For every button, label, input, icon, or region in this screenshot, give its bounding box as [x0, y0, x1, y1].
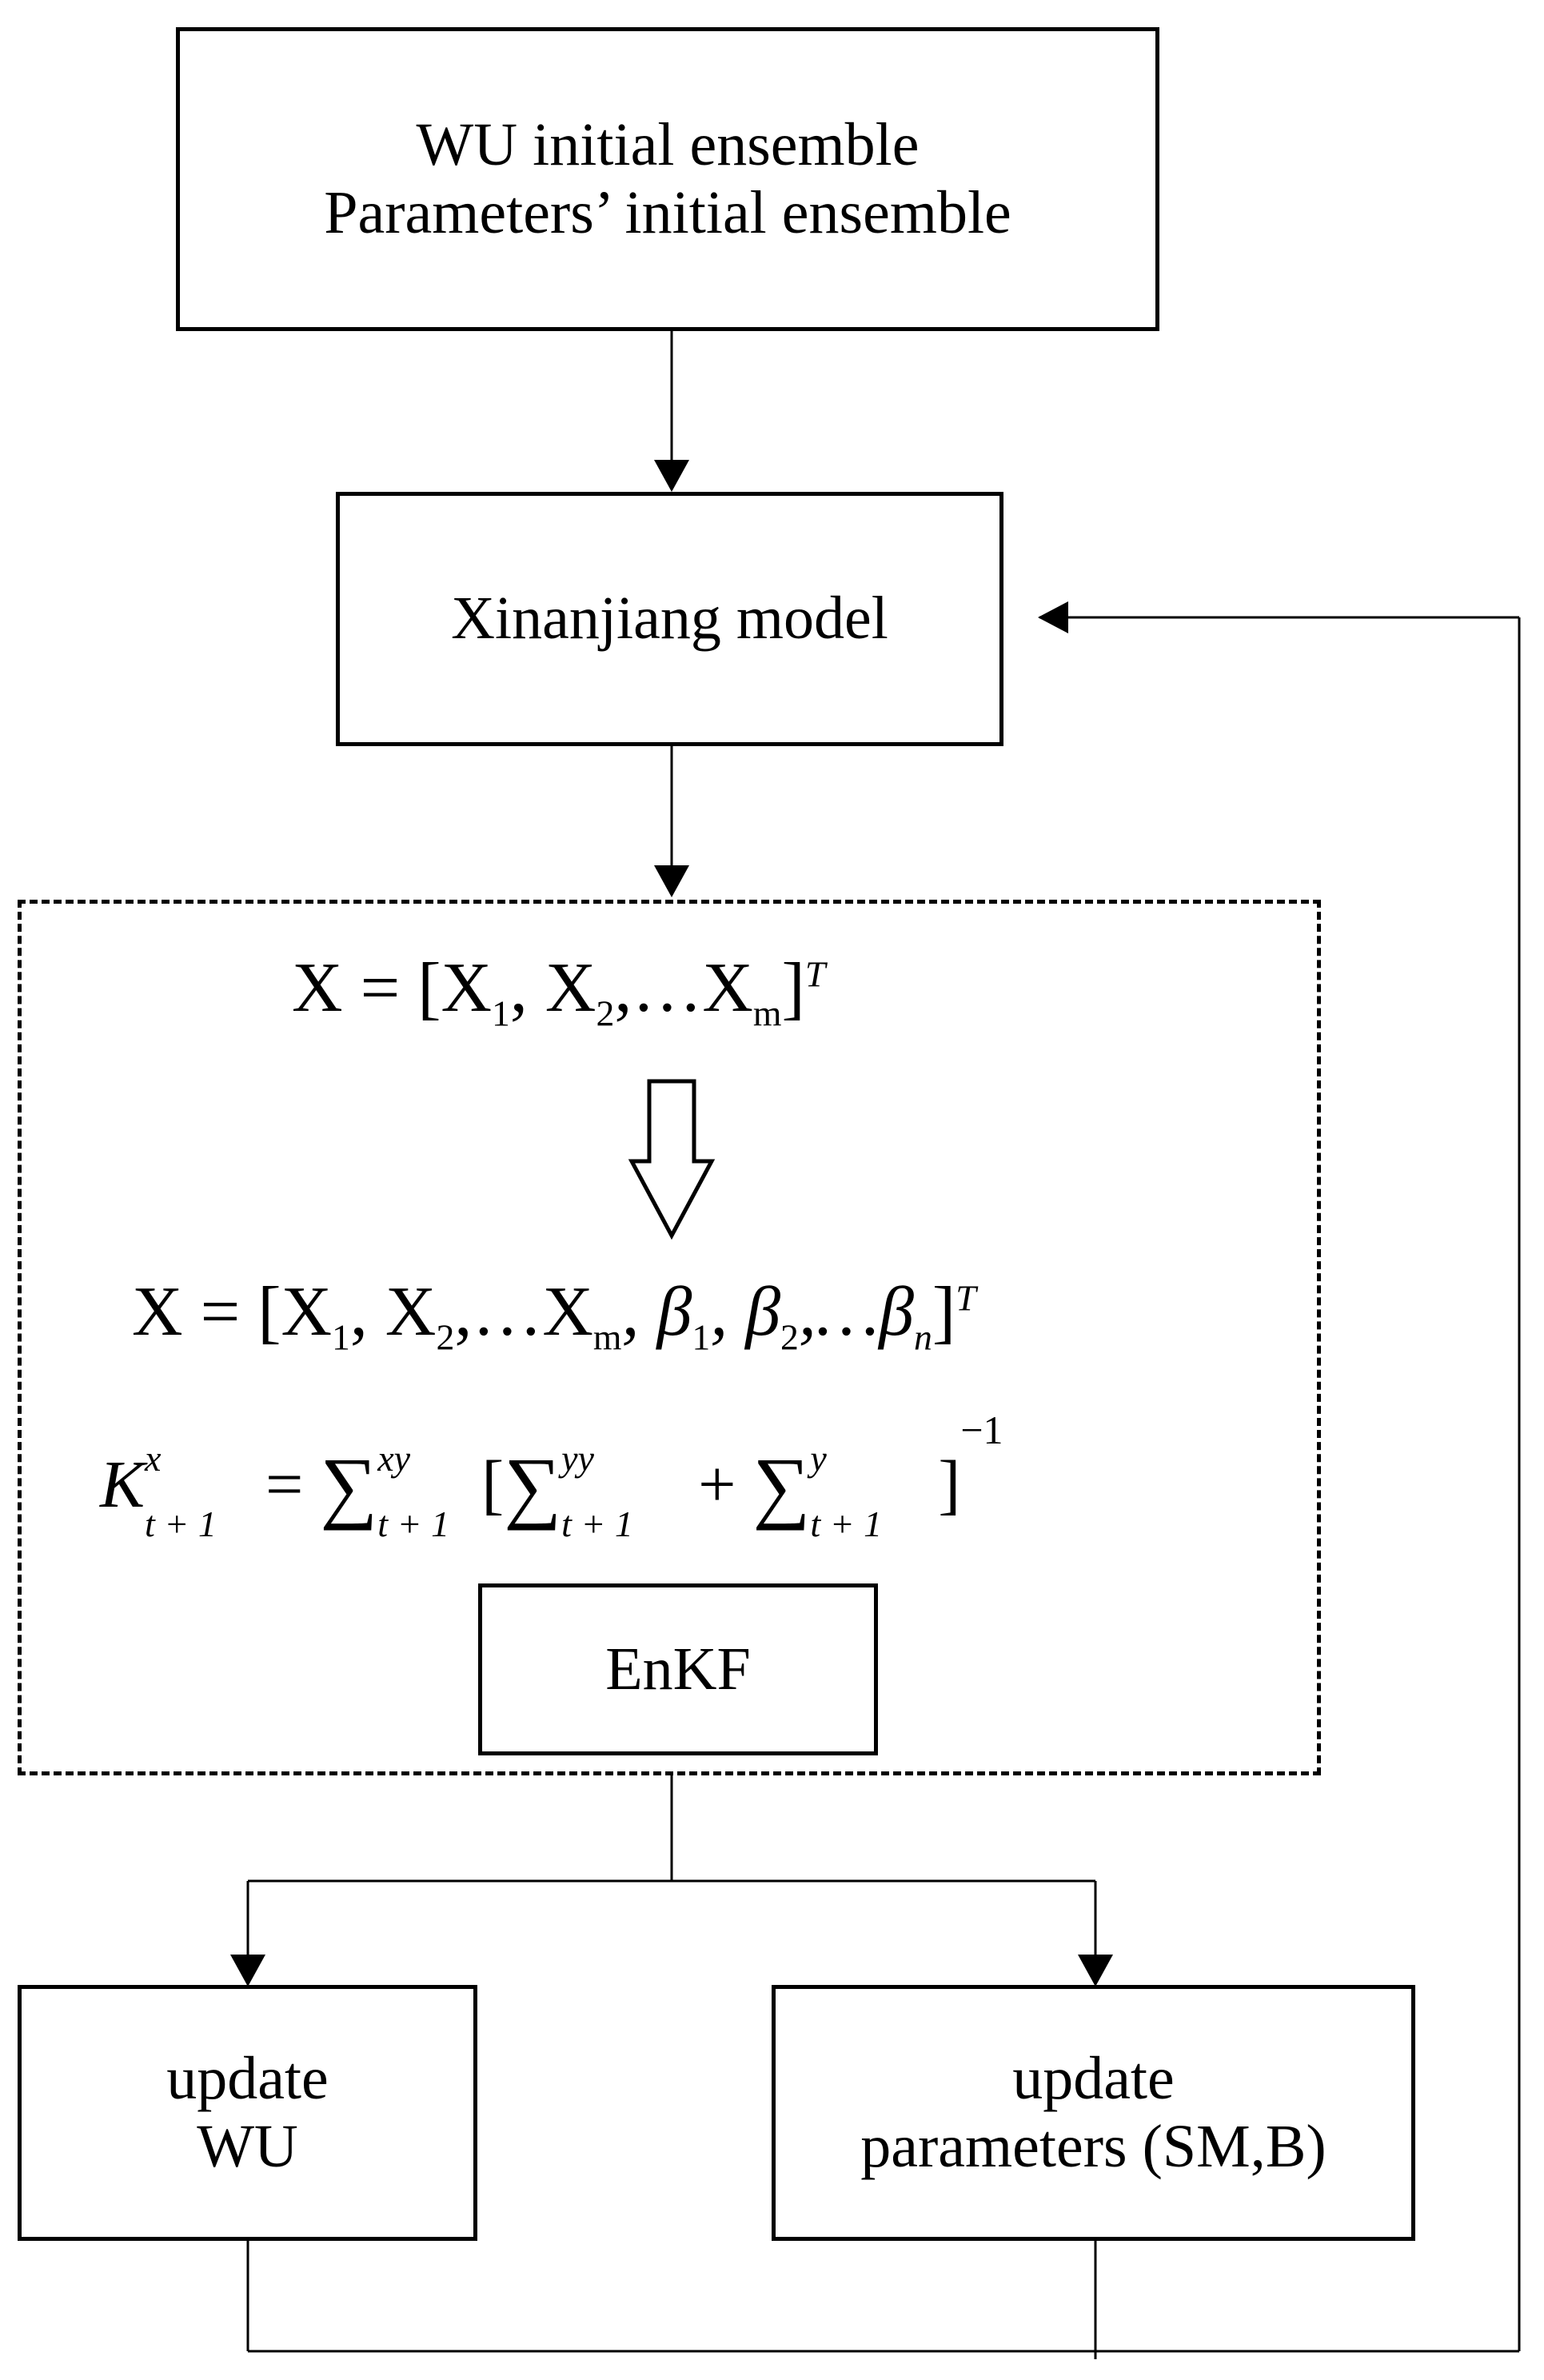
eq2-sub-2: 2 [436, 1316, 455, 1358]
arrowhead-feedback-to-model [1038, 601, 1068, 633]
eq1-sub-1: 1 [492, 992, 510, 1034]
eq1-sub-m: m [752, 992, 782, 1034]
eq2-beta-1: , β [621, 1273, 692, 1351]
arrowhead-model-to-enkf-box [654, 865, 689, 897]
eq2-beta-sub-1: 1 [692, 1316, 711, 1358]
eq1-close: ] [781, 949, 805, 1027]
eq3-bracket-close: ] [938, 1448, 961, 1522]
eq3-bracket-open: [ [481, 1448, 505, 1522]
sigma-y-symbol: ∑ [752, 1441, 811, 1531]
eq1-transpose: T [804, 953, 826, 995]
sigma-xy-symbol: ∑ [320, 1441, 378, 1531]
eq2-open: = [X [200, 1273, 333, 1351]
arrowhead-to-update-params [1078, 1955, 1113, 1987]
eq3-sig2-sub: t + 1 [561, 1503, 633, 1544]
eq1-open: = [X [360, 949, 493, 1027]
update-wu-line-2: WU [197, 2113, 298, 2180]
arrowhead-to-update-wu [230, 1955, 265, 1987]
update-wu-line-1: update [166, 2044, 329, 2112]
augmented-vector-equation: X = [X1, X2,…Xm, β1, β2,…βn]T [132, 1272, 976, 1359]
eq1-xm: ,…X [614, 949, 753, 1027]
eq3-sig1-sup: xy [377, 1438, 411, 1479]
eq3-sig1-sub: t + 1 [377, 1503, 450, 1544]
eq2-close: ] [932, 1273, 956, 1351]
initial-ensemble-box: WU initial ensemble Parameters’ initial … [176, 27, 1159, 331]
eq3-equals: = [265, 1448, 304, 1522]
eq2-transpose: T [956, 1277, 976, 1319]
update-parameters-box: update parameters (SM,B) [772, 1985, 1415, 2241]
initial-ensemble-line-1: WU initial ensemble [416, 110, 920, 178]
enkf-box: EnKF [478, 1583, 878, 1755]
enkf-dashed-container [18, 900, 1321, 1775]
xinanjiang-model-box: Xinanjiang model [336, 492, 1003, 746]
eq3-sig2-sup: yy [561, 1438, 594, 1479]
eq1-lhs: X [292, 949, 343, 1027]
eq2-sub-1: 1 [332, 1316, 350, 1358]
eq3-sig3-sup: y [810, 1438, 827, 1479]
eq3-plus: + [698, 1448, 736, 1522]
hollow-down-arrow-icon [628, 1079, 716, 1240]
eq2-x2: , X [349, 1273, 437, 1351]
eq2-lhs: X [132, 1273, 183, 1351]
eq2-sub-m: m [592, 1316, 622, 1358]
update-parameters-line-1: update [1012, 2044, 1175, 2112]
eq3-sig3-sub: t + 1 [810, 1503, 883, 1544]
eq3-k-sub: t + 1 [145, 1503, 217, 1544]
update-wu-box: update WU [18, 1985, 477, 2241]
state-vector-equation: X = [X1, X2,…Xm]T [292, 948, 825, 1035]
update-parameters-line-2: parameters (SM,B) [860, 2113, 1327, 2180]
eq3-inverse-exp: −1 [960, 1408, 1003, 1452]
eq1-sub-2: 2 [596, 992, 615, 1034]
arrowhead-init-to-model [654, 460, 689, 492]
eq2-beta-sub-2: 2 [780, 1316, 799, 1358]
eq2-xm: ,…X [454, 1273, 593, 1351]
initial-ensemble-line-2: Parameters’ initial ensemble [324, 179, 1011, 246]
eq2-beta-sub-n: n [914, 1316, 932, 1358]
eq2-beta-2: , β [710, 1273, 781, 1351]
eq2-beta-n: ,…β [798, 1273, 914, 1351]
xinanjiang-model-label: Xinanjiang model [451, 585, 888, 653]
eq1-x2: , X [509, 949, 596, 1027]
sigma-yy-symbol: ∑ [504, 1441, 562, 1531]
eq3-k-sup: x [145, 1438, 162, 1479]
enkf-label: EnKF [605, 1635, 751, 1703]
eq3-k: K [100, 1448, 146, 1522]
